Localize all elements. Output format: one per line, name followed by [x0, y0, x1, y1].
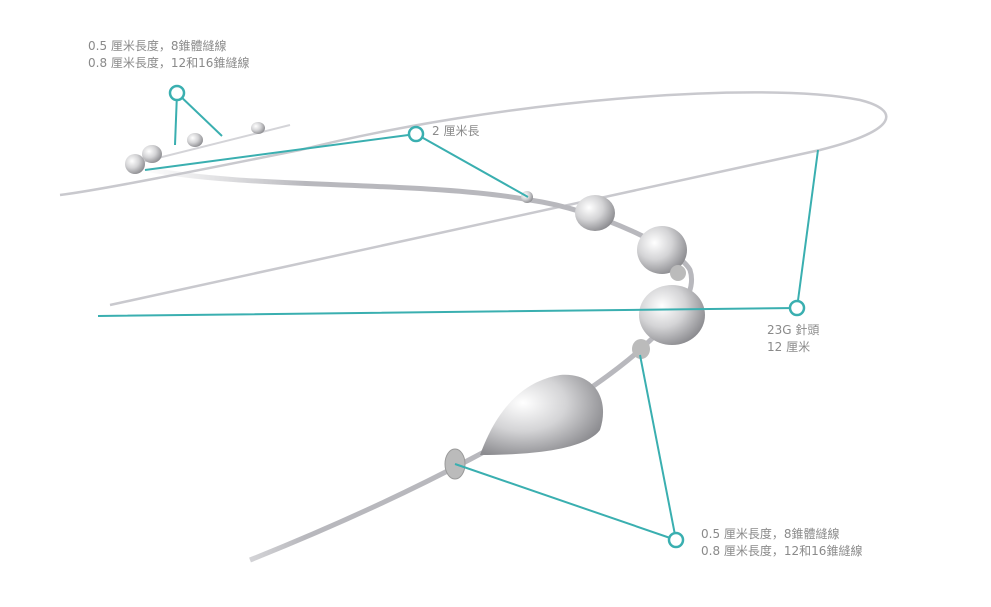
callout-bottom-right: 0.5 厘米長度，8錐體縫線 0.8 厘米長度，12和16錐縫線: [701, 526, 862, 560]
callout-text: 12 厘米: [767, 340, 811, 354]
callout-middle: 2 厘米長: [432, 123, 479, 140]
callout-text: 0.8 厘米長度，12和16錐縫線: [701, 544, 863, 558]
callout-text: 0.5 厘米長度，8錐體縫線: [701, 527, 840, 541]
callout-markers: [168, 84, 806, 549]
callout-top-left: 0.5 厘米長度，8錐體縫線 0.8 厘米長度，12和16錐縫線: [88, 38, 249, 72]
callout-text: 0.5 厘米長度，8錐體縫線: [88, 39, 227, 53]
callout-text: 23G 針頭: [767, 323, 820, 337]
cones: [125, 122, 705, 480]
callout-text: 0.8 厘米長度，12和16錐縫線: [88, 56, 250, 70]
suture-thread: [139, 165, 695, 563]
callout-text: 2 厘米長: [432, 124, 480, 138]
callout-needle: 23G 針頭 12 厘米: [767, 322, 819, 356]
